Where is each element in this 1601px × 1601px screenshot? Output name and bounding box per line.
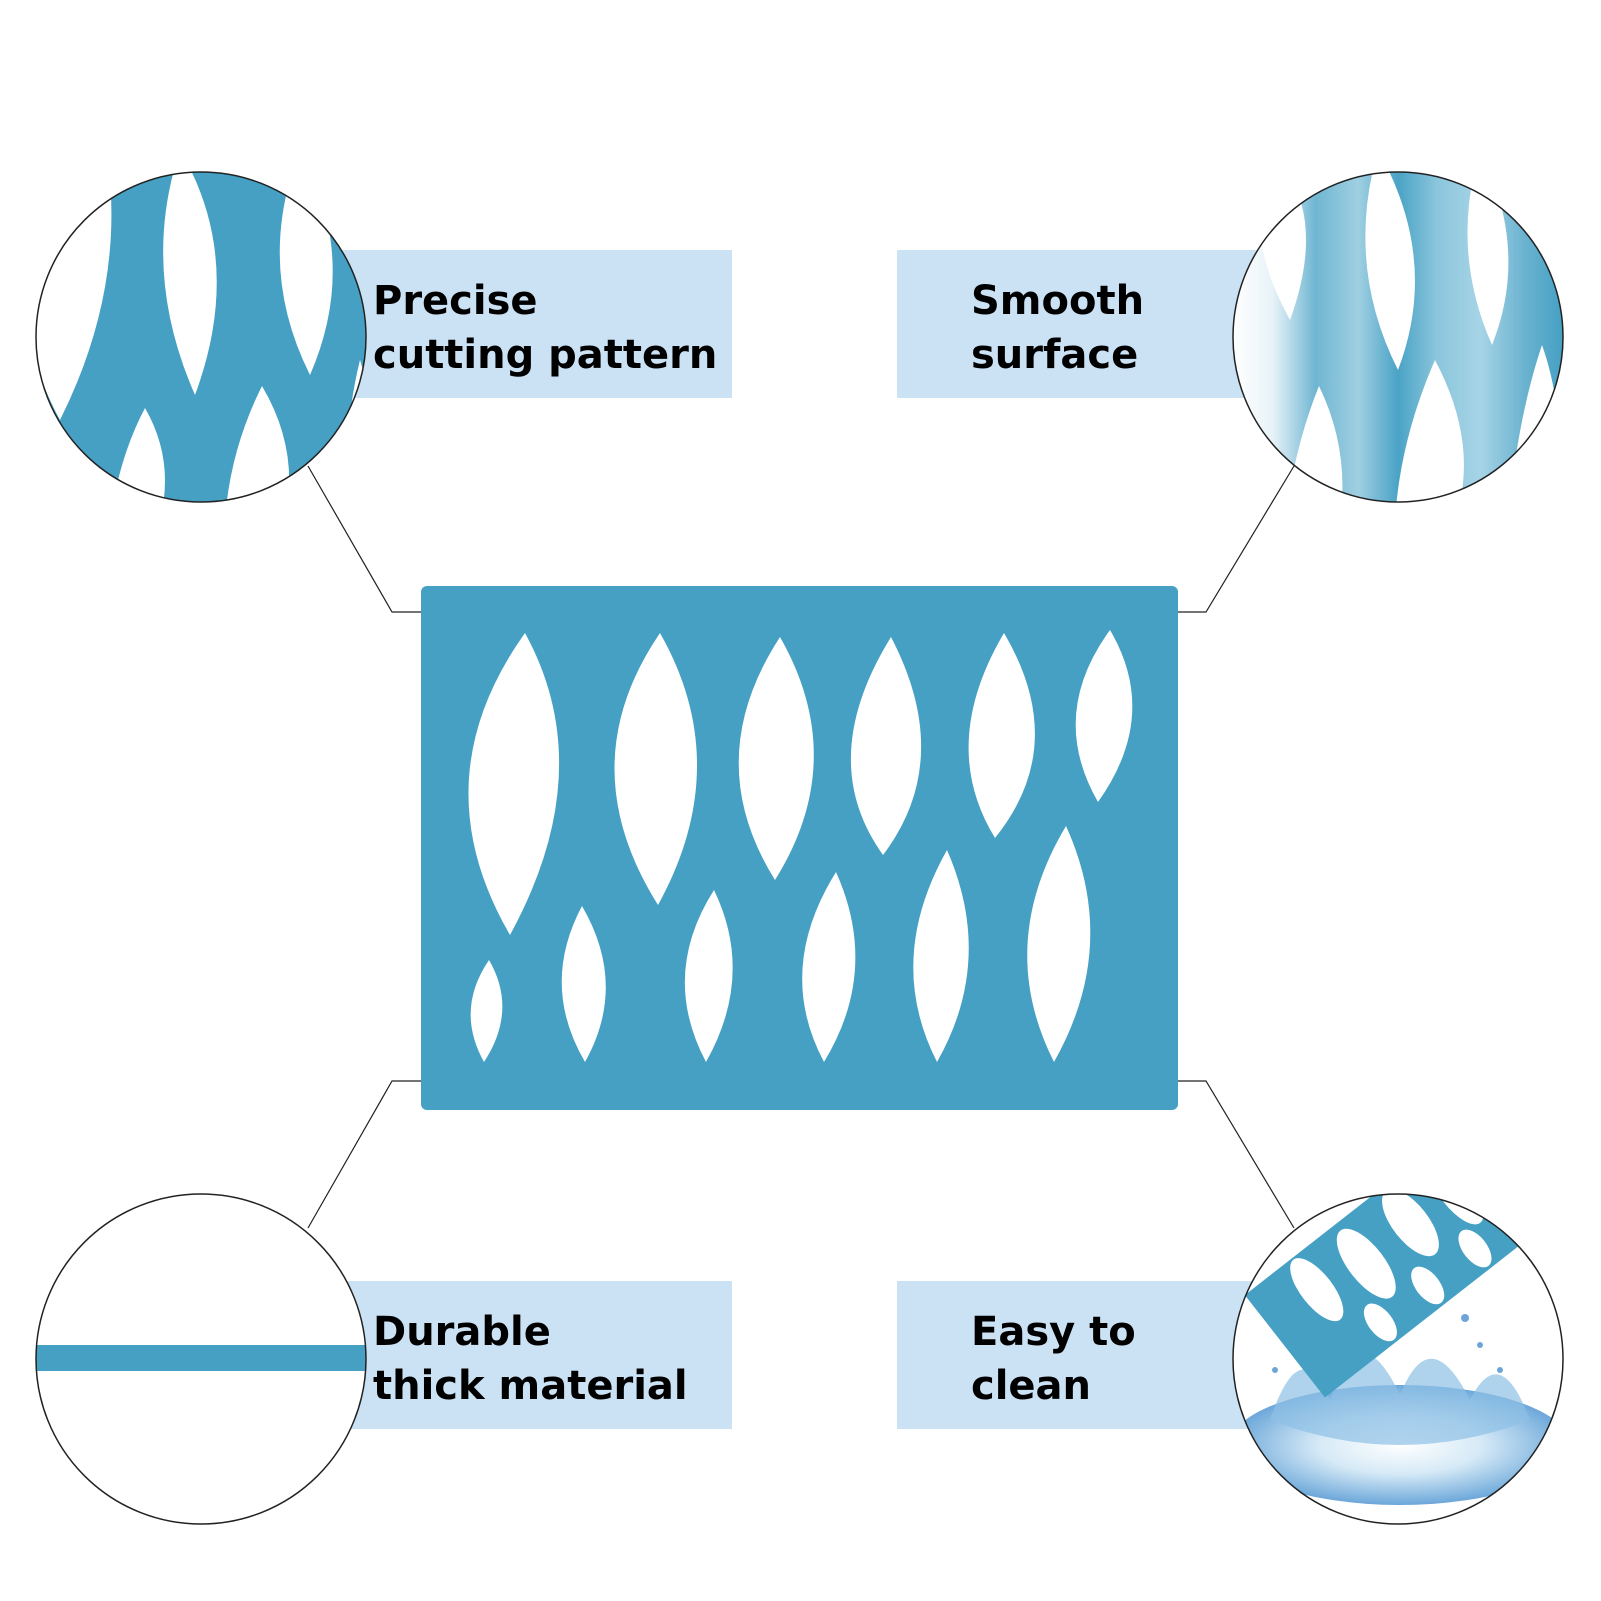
feature-line2: clean (971, 1363, 1092, 1409)
feature-line1: Smooth (971, 278, 1145, 324)
label-box-clean (897, 1281, 1257, 1429)
zoom-circle-precise (35, 171, 367, 503)
label-box-smooth (897, 250, 1257, 398)
zoom-circle-smooth (1232, 171, 1564, 503)
feature-label-precise: Precise cutting pattern (373, 274, 717, 382)
stencil-board (421, 586, 1178, 1110)
zoom-circle-durable (35, 1193, 367, 1525)
feature-line2: surface (971, 332, 1139, 378)
feature-line2: cutting pattern (373, 332, 718, 378)
feature-line1: Easy to (971, 1309, 1136, 1355)
connector-lines (307, 465, 1295, 1229)
feature-label-smooth: Smooth surface (971, 274, 1144, 382)
feature-label-clean: Easy to clean (971, 1305, 1136, 1413)
zoom-circle-clean (1232, 1193, 1564, 1525)
feature-line1: Precise (373, 278, 538, 324)
feature-label-durable: Durable thick material (373, 1305, 688, 1413)
feature-line2: thick material (373, 1363, 688, 1409)
feature-line1: Durable (373, 1309, 551, 1355)
label-box-durable (340, 1281, 732, 1429)
label-box-precise (340, 250, 732, 398)
